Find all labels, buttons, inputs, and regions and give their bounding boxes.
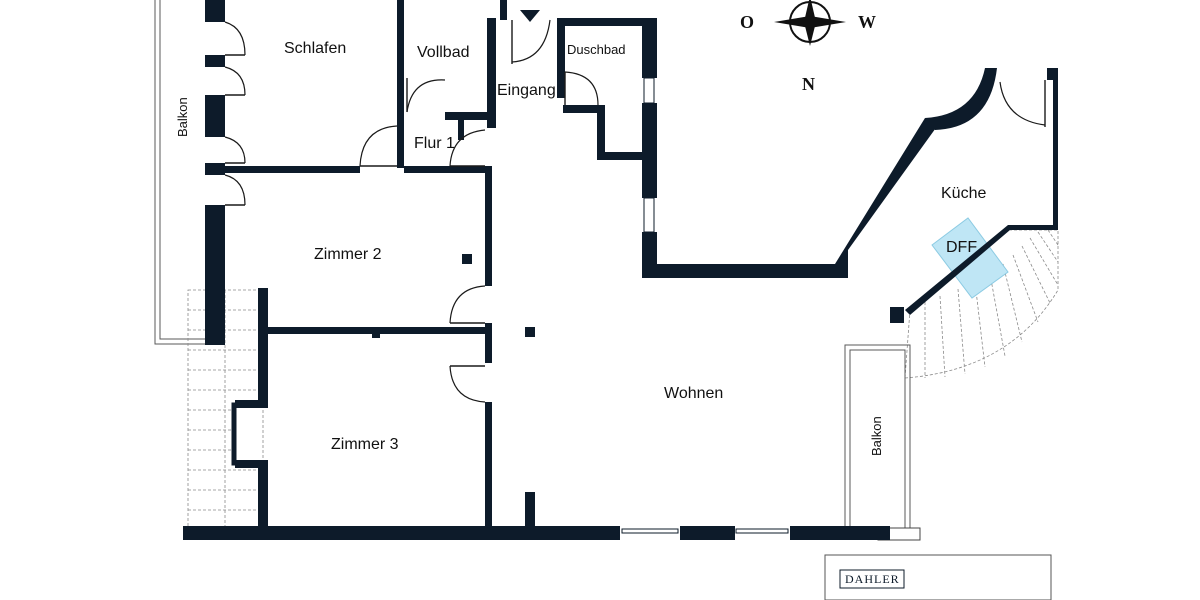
compass-east-side-label: W [858, 12, 876, 32]
room-label-duschbad: Duschbad [567, 42, 626, 57]
room-label-flur: Flur 1 [414, 135, 455, 152]
compass-west-side-label: O [740, 12, 754, 32]
room-label-zimmer-2: Zimmer 2 [314, 246, 382, 263]
room-label-wohnen: Wohnen [664, 385, 723, 402]
logo-box: DAHLER [824, 554, 1052, 600]
room-label-kueche: Küche [941, 185, 986, 202]
right-staircase [904, 229, 1059, 379]
compass-icon [774, 0, 846, 46]
logo-text: DAHLER [845, 572, 900, 586]
skylight-label-dff: DFF [946, 239, 977, 256]
left-balcony [154, 0, 205, 345]
doors [224, 19, 1046, 403]
balcony-label-left: Balkon [175, 97, 190, 137]
walls [183, 0, 1058, 540]
left-staircase [187, 289, 264, 529]
room-label-eingang: Eingang [497, 82, 556, 99]
balcony-label-right: Balkon [869, 416, 884, 456]
entrance-arrow-icon [520, 10, 540, 22]
room-label-schlafen: Schlafen [284, 40, 346, 57]
compass-north-label: N [802, 74, 815, 94]
room-label-zimmer-3: Zimmer 3 [331, 436, 399, 453]
right-balcony [844, 344, 921, 541]
room-label-vollbad: Vollbad [417, 44, 470, 61]
